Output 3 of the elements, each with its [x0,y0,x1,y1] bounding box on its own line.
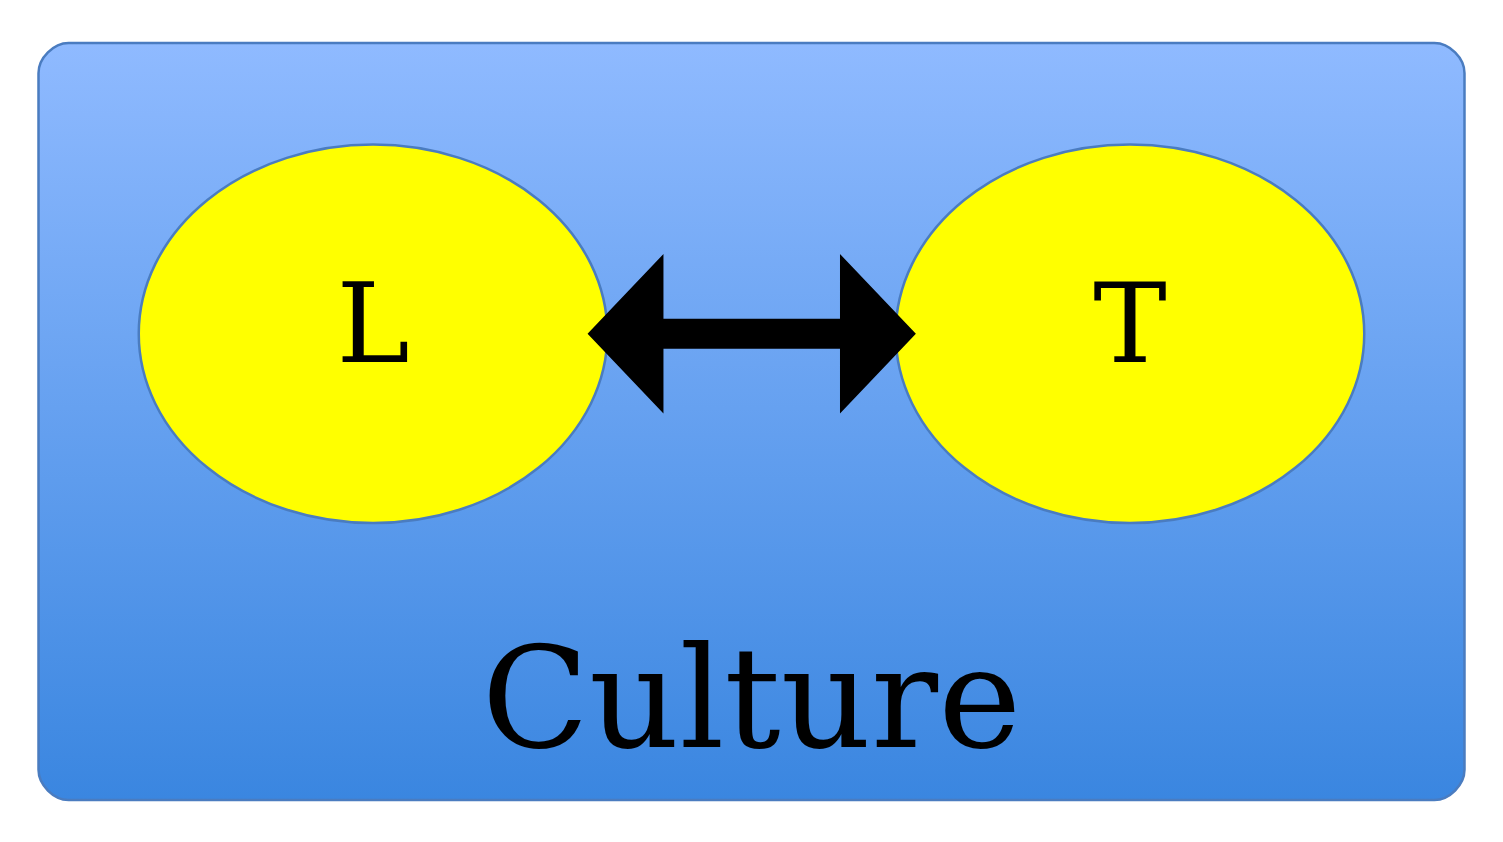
node-ellipse: L [137,142,609,524]
node-ellipse: T [894,142,1366,524]
arrow [587,253,916,413]
